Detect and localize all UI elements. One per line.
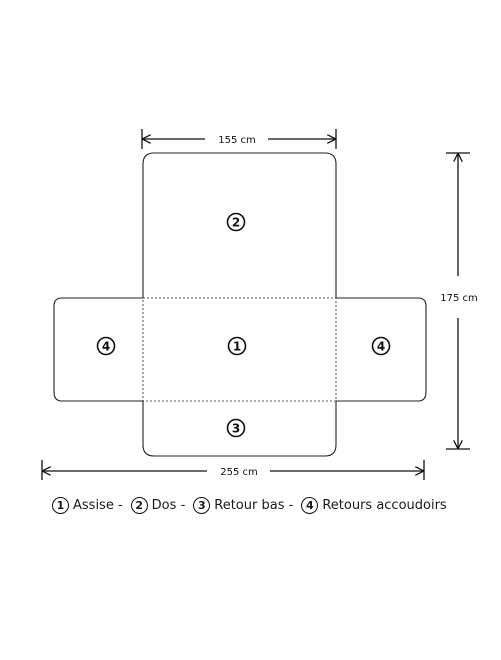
dimension-top: 155 cm <box>141 129 337 149</box>
dimension-bottom: 255 cm <box>41 460 425 480</box>
panel-front <box>142 401 337 457</box>
label-back: 2 <box>226 212 246 232</box>
svg-text:4: 4 <box>377 340 385 354</box>
label-seat: 1 <box>227 336 247 356</box>
legend-label: Dos <box>151 497 177 513</box>
legend-item-arms: 4 Retours accoudoirs <box>301 496 447 514</box>
dimension-right: 175 cm <box>440 152 478 450</box>
legend-item-back: 2 Dos - <box>130 496 191 514</box>
svg-text:1: 1 <box>233 340 241 354</box>
dimension-top-label: 155 cm <box>218 135 256 146</box>
dimension-right-label: 175 cm <box>440 293 478 304</box>
label-front: 3 <box>226 418 246 438</box>
svg-text:3: 3 <box>232 422 240 436</box>
label-arm-right: 4 <box>371 336 391 356</box>
legend: 1 Assise - 2 Dos - 3 Retour bas - 4 Reto… <box>52 494 450 516</box>
legend-number: 1 <box>52 496 69 514</box>
label-arm-left: 4 <box>96 336 116 356</box>
panel-arm-right <box>336 297 427 402</box>
legend-number: 2 <box>130 496 148 514</box>
svg-text:4: 4 <box>102 340 110 354</box>
panel-arm-left <box>53 297 143 402</box>
legend-item-seat: 1 Assise - <box>52 496 128 514</box>
legend-label: Assise <box>73 497 114 513</box>
panel-seat <box>142 297 337 402</box>
legend-separator: - <box>117 497 123 513</box>
legend-separator: - <box>288 497 294 513</box>
legend-label: Retours accoudoirs <box>322 497 447 513</box>
legend-number: 4 <box>301 496 319 514</box>
panel-back <box>142 152 337 298</box>
legend-separator: - <box>180 497 186 513</box>
legend-item-front: 3 Retour bas - <box>193 496 298 514</box>
legend-number: 3 <box>193 496 211 514</box>
dimension-bottom-label: 255 cm <box>220 467 258 478</box>
svg-text:2: 2 <box>232 216 240 230</box>
legend-label: Retour bas <box>214 497 285 513</box>
